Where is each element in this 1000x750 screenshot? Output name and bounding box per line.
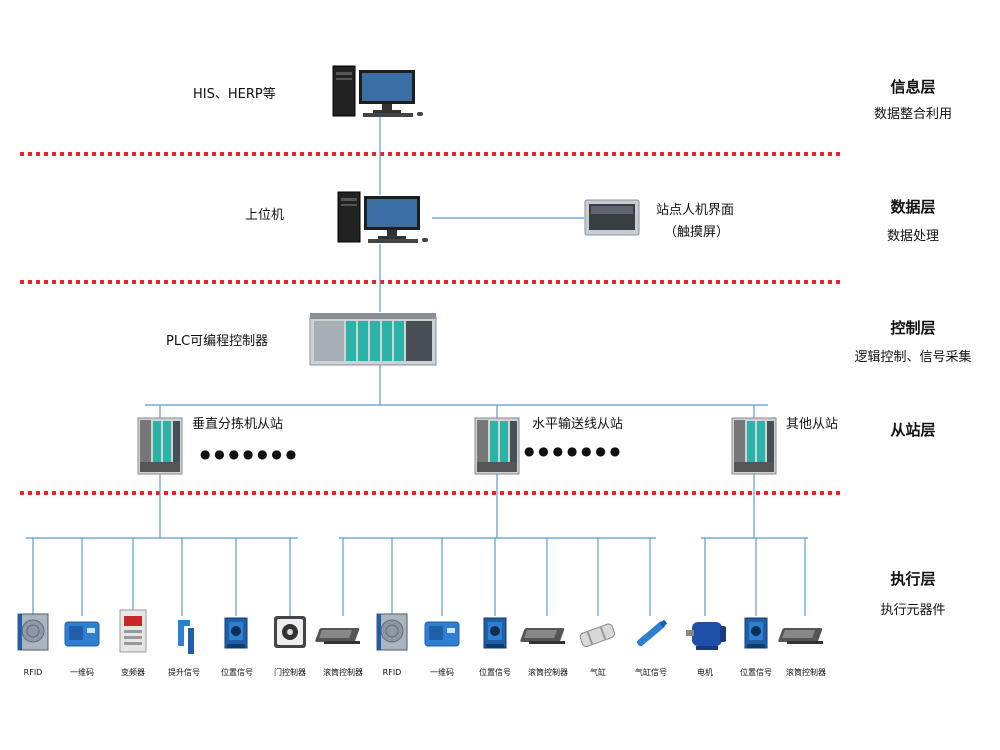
plc-icon [309,313,437,366]
device-label: 位置信号 [479,667,511,677]
layer-dividers [20,152,840,495]
slave-station-3-label: 其他从站 [786,417,838,432]
layer-control-subtitle: 逻辑控制、信号采集 [854,349,971,365]
layer-exec-title: 执行层 [890,570,935,588]
layer-exec-subtitle: 执行元器件 [880,603,945,618]
device-label: 门控制器 [274,667,306,677]
cylinder-sensor-icon [637,619,668,647]
lift-sensor-icon [178,620,194,654]
device-label: RFID [383,668,402,677]
hmi-label-line1: 站点人机界面 [656,203,734,218]
roller-controller-icon [777,628,823,644]
device-label: 提升信号 [168,667,200,677]
layer-slave-title: 从站层 [890,421,935,439]
motor-icon [686,622,726,650]
roller-controller-icon [519,628,565,644]
device-label: RFID [24,668,43,677]
his-label: HIS、HERP等 [193,86,276,102]
slave-station-3-icon [731,417,777,475]
device-label: 位置信号 [740,667,772,677]
layer-data-subtitle: 数据处理 [887,229,939,244]
device-label: 气缸 [590,667,606,677]
slave-station-1-ellipsis: ● ● ● ● ● ● ● [200,447,296,461]
rfid-reader-icon [376,613,408,651]
slave-station-1-label: 垂直分拣机从站 [192,417,283,432]
hmi-label-line2: （触摸屏） [664,225,729,240]
barcode-scanner-icon [424,621,460,647]
slave-station-2-label: 水平输送线从站 [532,416,623,432]
slave-station-2-icon [474,417,520,475]
device-label: 滚筒控制器 [786,667,826,677]
position-sensor-icon [224,617,248,649]
rfid-reader-icon [17,613,49,651]
device-icons [17,609,823,654]
layer-data-title: 数据层 [890,198,935,216]
plc-label: PLC可编程控制器 [166,334,268,349]
device-label: 位置信号 [221,667,253,677]
barcode-scanner-icon [64,621,100,647]
position-sensor-icon [744,617,768,649]
layer-info-subtitle: 数据整合利用 [874,107,952,122]
device-label: 气缸信号 [635,667,667,677]
device-label: 一维码 [430,667,454,677]
door-controller-icon [274,616,306,648]
layer-control-title: 控制层 [890,319,935,337]
inverter-icon [119,609,147,653]
device-label: 变频器 [121,667,145,677]
device-label: 滚筒控制器 [528,667,568,677]
device-label: 滚筒控制器 [323,667,363,677]
device-label: 一维码 [70,667,94,677]
device-label: 电机 [697,667,713,677]
his-computer-icon [332,65,424,118]
upper-computer-label: 上位机 [245,208,284,223]
layer-info-title: 信息层 [890,78,935,96]
cylinder-icon [579,623,616,648]
connection-lines [26,112,808,616]
upper-computer-icon [337,191,429,244]
slave-station-1-icon [137,417,183,475]
position-sensor-icon [483,617,507,649]
slave-station-2-ellipsis: ● ● ● ● ● ● ● [524,444,620,458]
touchscreen-icon [584,199,640,236]
device-labels: RFID 一维码 变频器 提升信号 位置信号 门控制器 滚筒控制器 RFID 一… [24,667,826,677]
roller-controller-icon [314,628,360,644]
